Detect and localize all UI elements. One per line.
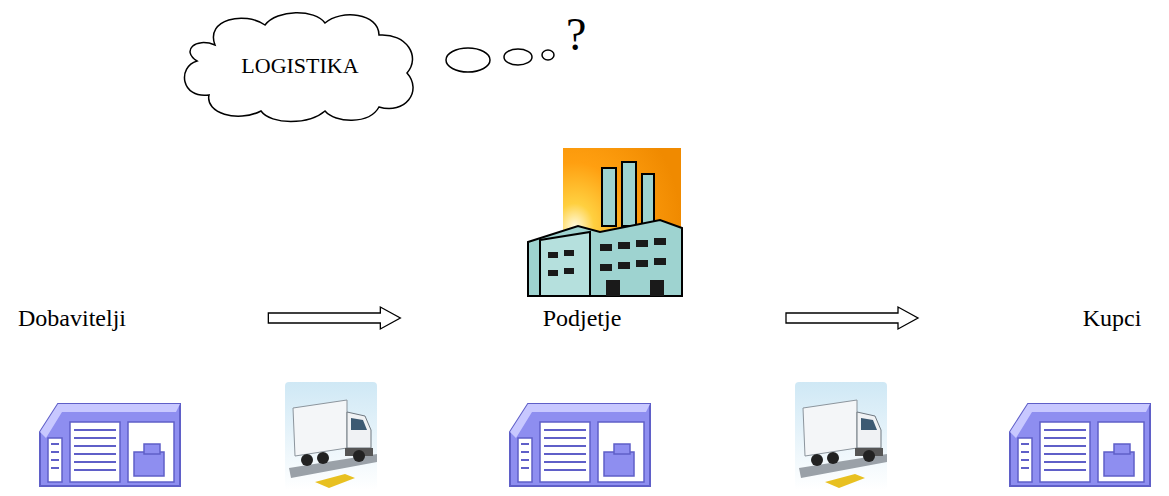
stage-label: Dobavitelji — [14, 302, 130, 335]
stage-name: Podjetje — [539, 304, 626, 333]
stage-name: Dobavitelji — [14, 304, 130, 333]
warehouse-icon — [510, 404, 650, 486]
factory-icon — [528, 148, 682, 296]
cloud-text: LOGISTIKA — [175, 53, 425, 79]
warehouse-icon — [1010, 404, 1150, 486]
stage-name: Kupci — [1079, 304, 1146, 333]
flow-arrow — [268, 307, 400, 329]
thought-cloud: LOGISTIKA — [175, 7, 425, 125]
truck-icon — [285, 382, 377, 490]
stage-label: Podjetje — [539, 302, 626, 335]
thought-bubbles — [446, 48, 554, 72]
warehouse-icon — [40, 404, 180, 486]
stage-label: Kupci — [1079, 302, 1146, 335]
flow-arrow — [786, 307, 918, 329]
truck-icon — [795, 382, 887, 490]
question-mark: ? — [566, 12, 586, 58]
